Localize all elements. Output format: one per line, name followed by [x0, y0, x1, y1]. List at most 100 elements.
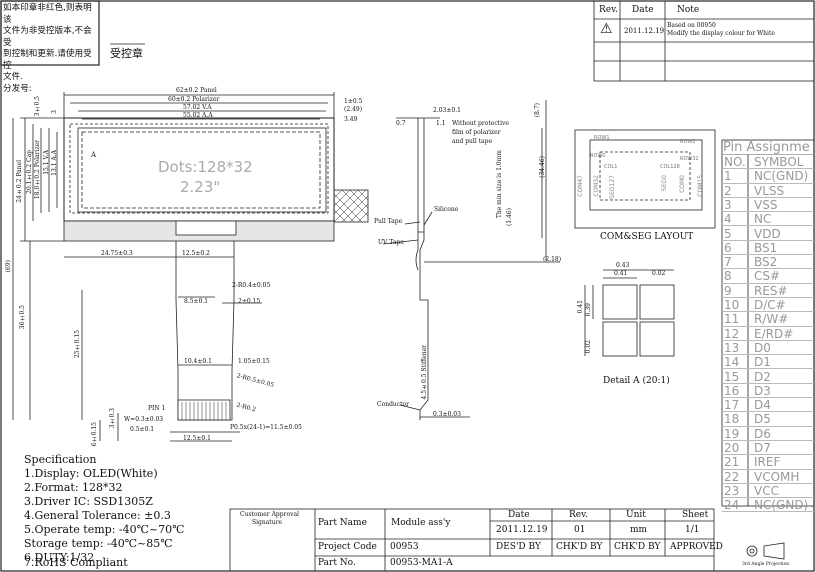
- dim-aa: 55.02 A.A: [183, 112, 213, 119]
- pin-symbol: D1: [754, 355, 771, 370]
- silicone-label: Silicone: [434, 206, 459, 213]
- pin-number: 14: [724, 355, 740, 370]
- dim-349: 3.49: [344, 116, 358, 123]
- pin-table-header: Pin Assignme: [723, 140, 810, 155]
- dim-125: 12.5±0.2: [182, 250, 210, 257]
- sheet-value: 1/1: [685, 525, 700, 535]
- detail-dim-039v: 0.39: [585, 303, 592, 317]
- designed-by: DES'D BY: [496, 542, 541, 552]
- dim-36: 36±0.5: [19, 305, 26, 330]
- pin-row-divider: [722, 211, 814, 213]
- pin-symbol: D3: [754, 383, 771, 398]
- pin-table-subheader: NO. SYMBOL: [722, 155, 814, 170]
- warning-icon: ⚠: [600, 21, 613, 37]
- dim-polarizer-height: 18.0±0.2 Polarizer: [34, 140, 41, 200]
- dim-3-05: 3±0.5: [34, 96, 41, 117]
- dim-146: (1.46): [506, 208, 513, 227]
- pin-symbol: VSS: [754, 197, 778, 212]
- stamp-line: 如本印章非红色,则表明该: [3, 3, 92, 25]
- pin-symbol: D6: [754, 426, 771, 441]
- pin-number: 2: [724, 183, 732, 198]
- pin-number: 3: [724, 197, 732, 212]
- dim-05: 0.5±0.1: [130, 426, 155, 433]
- pin-row-divider: [722, 397, 814, 399]
- spec-title: Specification: [24, 453, 97, 466]
- dim-1: 1±0.5: [344, 98, 363, 105]
- pin-number: 16: [724, 383, 740, 398]
- spec-line: 3.Driver IC: SSD1305Z: [24, 495, 153, 508]
- pin-row-divider: [722, 254, 814, 256]
- pin-symbol: VLSS: [754, 183, 785, 198]
- dim-104: 10.4±0.1: [184, 358, 212, 365]
- dim-pitch: P0.5x(24-1)=11.5±0.05: [230, 424, 302, 431]
- detail-dim-041v: 0.41: [577, 300, 584, 314]
- stiffener-label: 4.5±0.5 Stiffener: [421, 345, 428, 400]
- pin-number: 24: [724, 498, 740, 513]
- pin-number: 1: [724, 169, 732, 184]
- dim-87: (8.7): [534, 103, 541, 118]
- dim-25: 25±0.15: [74, 330, 81, 358]
- dim-polarizer: 60±0.2 Polarizer: [168, 96, 220, 103]
- stamp-line: 文件为非受控版本,不会受: [3, 26, 92, 48]
- dim-218: (2.18): [543, 256, 562, 263]
- pin-row-divider: [722, 325, 814, 327]
- dim-3-03: 3±0.3: [109, 408, 116, 429]
- stamp-note: 如本印章非红色,则表明该 文件为非受控版本,不会受 到控制和更新.请使用受控 文…: [3, 3, 98, 95]
- pin-number: 23: [724, 483, 740, 498]
- detail-dim-002: 0.02: [652, 270, 666, 277]
- dim-203: 2.03±0.1: [433, 107, 461, 114]
- pin1-label: PIN 1: [148, 405, 166, 412]
- spec-line: 5.Operate temp: -40℃~70℃: [24, 523, 185, 536]
- rev-date: 2011.12.19: [624, 27, 665, 35]
- rev-note-line1: Based on 00950: [667, 22, 716, 29]
- checked-by-2: CHK'D BY: [614, 542, 661, 552]
- approval-label-1: Customer Approval: [240, 511, 299, 518]
- pin-number: 6: [724, 240, 732, 255]
- pin-symbol: R/W#: [754, 312, 789, 327]
- part-name-label: Part Name: [318, 518, 367, 528]
- detail-dim-041: 0.41: [614, 270, 628, 277]
- spec-line: 6.DUTY:1/32: [24, 551, 95, 564]
- pin-number: 19: [724, 426, 740, 441]
- detail-dim-043: 0.43: [616, 262, 630, 269]
- pin-row-divider: [722, 296, 814, 298]
- pin-number: 20: [724, 441, 740, 455]
- pin-number: 18: [724, 412, 740, 427]
- pin-row: 3 VSS: [722, 197, 814, 213]
- pin-row-divider: [722, 196, 814, 198]
- rev-value: 01: [574, 525, 586, 535]
- pin-number: NO.: [724, 155, 746, 169]
- seg0-label: SEG0: [661, 175, 668, 192]
- pin-row-divider: [722, 411, 814, 413]
- date-col-header: Date: [508, 510, 530, 520]
- col1-label: COL1: [604, 164, 618, 170]
- uv-tape-label: UV Tape: [378, 239, 404, 246]
- row2-label: ROW2: [680, 139, 696, 145]
- pin-row: 19 D6: [722, 427, 814, 441]
- pin-symbol: VCC: [754, 483, 779, 498]
- pin-row-divider: [722, 354, 814, 356]
- spec-line: 2.Format: 128*32: [24, 481, 123, 494]
- detail-title: Detail A (20:1): [603, 376, 670, 386]
- rev-header: Rev.: [599, 5, 618, 15]
- bend-note: The min size is 1.0mm: [496, 150, 503, 219]
- pin-row: 16 D3: [722, 383, 814, 399]
- dim-va: 57.02 V.A: [183, 104, 212, 111]
- pin-row-divider: [722, 182, 814, 184]
- pin-symbol: SYMBOL: [754, 155, 804, 169]
- stamp-line: 到控制和更新.请使用受控: [3, 49, 92, 71]
- pin-symbol: D4: [754, 398, 771, 413]
- rev-col-header: Rev.: [569, 510, 588, 520]
- unit-col-header: Unit: [626, 510, 646, 520]
- dim-11: 1.1: [436, 120, 446, 127]
- part-name-value: Module ass'y: [391, 518, 451, 528]
- spec-line: 7.RoHS Compliant: [24, 556, 128, 569]
